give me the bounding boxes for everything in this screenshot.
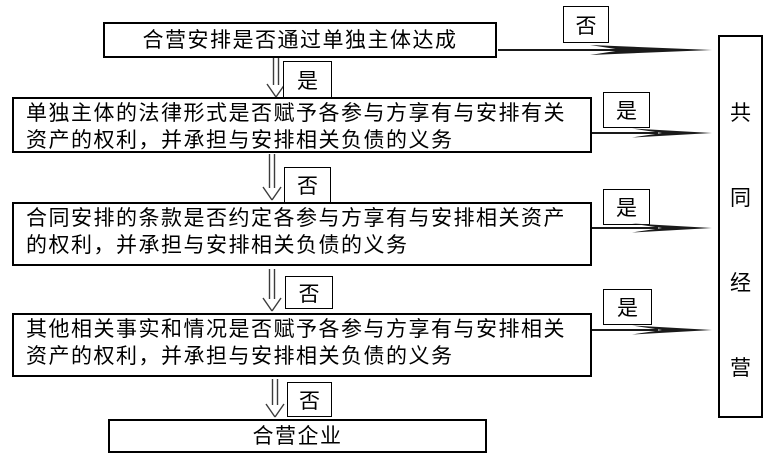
arrow-right-icon <box>498 45 712 55</box>
decision-box-4-line1: 其他相关事实和情况是否赋予各参与方享有与安排相关 <box>26 317 566 341</box>
arrow-down-icon <box>262 269 282 312</box>
yes-label-4-text: 是 <box>617 296 638 320</box>
arrow-right-icon <box>592 223 712 233</box>
joint-operation-char-2: 同 <box>730 185 751 210</box>
result-box-joint-operation: 共 同 经 营 <box>718 35 763 418</box>
decision-box-separate-vehicle: 合营安排是否通过单独主体达成 <box>103 22 497 58</box>
result-box-joint-venture: 合营企业 <box>108 419 487 453</box>
arrow-right-icon <box>592 325 712 335</box>
yes-label-1: 是 <box>283 61 332 98</box>
yes-label-2-text: 是 <box>616 99 637 123</box>
arrow-down-icon <box>262 154 282 201</box>
decision-box-2-line2: 资产的权利，并承担与安排相关负债的义务 <box>26 128 454 152</box>
decision-box-legal-form: 单独主体的法律形式是否赋予各参与方享有与安排有关 资产的权利，并承担与安排相关负… <box>12 97 592 153</box>
arrow-down-icon <box>265 379 285 418</box>
yes-label-3: 是 <box>603 189 650 225</box>
yes-label-3-text: 是 <box>616 196 637 220</box>
decision-box-3-line2: 的权利，并承担与安排相关负债的义务 <box>26 233 409 257</box>
decision-box-2-line1: 单独主体的法律形式是否赋予各参与方享有与安排有关 <box>26 101 566 125</box>
arrow-down-icon <box>266 58 286 98</box>
no-label-4: 否 <box>287 382 332 417</box>
joint-operation-char-3: 经 <box>730 271 751 296</box>
no-label-3: 否 <box>285 276 333 309</box>
no-label-3-text: 否 <box>298 281 320 306</box>
decision-box-4-line2: 资产的权利，并承担与安排相关负债的义务 <box>26 344 454 368</box>
joint-operation-char-4: 营 <box>730 356 751 381</box>
no-label-4-text: 否 <box>299 388 320 413</box>
decision-box-1-text: 合营安排是否通过单独主体达成 <box>142 27 458 52</box>
decision-box-other-facts: 其他相关事实和情况是否赋予各参与方享有与安排相关 资产的权利，并承担与安排相关负… <box>12 313 592 377</box>
joint-venture-text: 合营企业 <box>252 423 343 448</box>
no-label-top-text: 否 <box>575 13 597 38</box>
yes-label-4: 是 <box>603 289 652 325</box>
yes-label-2: 是 <box>603 92 650 128</box>
no-label-top: 否 <box>563 6 609 43</box>
joint-operation-char-1: 共 <box>730 100 751 125</box>
no-label-2-text: 否 <box>297 174 318 198</box>
yes-label-1-text: 是 <box>297 68 318 93</box>
arrow-right-icon <box>592 128 712 138</box>
decision-box-contract-terms: 合同安排的条款是否约定各参与方享有与安排相关资产 的权利，并承担与安排相关负债的… <box>12 202 592 266</box>
decision-box-3-line1: 合同安排的条款是否约定各参与方享有与安排相关资产 <box>26 206 566 230</box>
no-label-2: 否 <box>284 167 331 203</box>
